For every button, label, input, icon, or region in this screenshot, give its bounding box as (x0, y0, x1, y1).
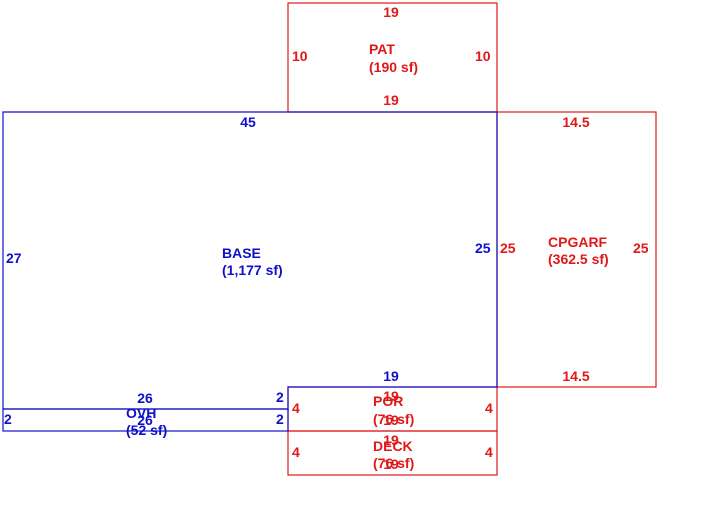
por-bottom-dimension: 19 (383, 412, 399, 428)
ovh-area: (52 sf) (126, 422, 167, 438)
por-area: (76 sf) (373, 411, 414, 427)
ovh-top-dimension: 26 (137, 390, 153, 406)
por-right-dimension: 4 (485, 400, 493, 416)
deck-outline (287, 430, 498, 476)
pat-name: PAT (369, 41, 395, 57)
pat-top-dimension: 19 (383, 4, 399, 20)
base-left-dimension: 27 (6, 250, 22, 266)
base-bottom-dimension: 19 (383, 368, 399, 384)
base-right-dimension: 25 (475, 240, 491, 256)
deck-top-dimension: 19 (383, 432, 399, 448)
por-top-dimension: 19 (383, 388, 399, 404)
pat-area: (190 sf) (369, 59, 418, 75)
ovh-name: OVH (126, 405, 156, 421)
cpgarf-name: CPGARF (548, 234, 608, 250)
ovh-outline (2, 408, 289, 432)
pat-bottom-dimension: 19 (383, 92, 399, 108)
cpgarf-left-dimension: 25 (500, 240, 516, 256)
ovh-right-bottom-dimension: 2 (276, 411, 284, 427)
ovh-left-dimension: 2 (4, 411, 12, 427)
ovh-right-top-dimension: 2 (276, 389, 284, 405)
base-top-dimension: 45 (240, 114, 256, 130)
pat-left-dimension: 10 (292, 48, 308, 64)
cpgarf-right-dimension: 25 (633, 240, 649, 256)
deck-bottom-dimension: 19 (383, 456, 399, 472)
ovh-bottom-dimension: 26 (137, 412, 153, 428)
deck-area: (76 sf) (373, 455, 414, 471)
base-name: BASE (222, 245, 261, 261)
cpgarf-top-dimension: 14.5 (562, 114, 589, 130)
por-left-dimension: 4 (292, 400, 300, 416)
deck-right-dimension: 4 (485, 444, 493, 460)
por-name: POR (373, 393, 403, 409)
deck-left-dimension: 4 (292, 444, 300, 460)
cpgarf-bottom-dimension: 14.5 (562, 368, 589, 384)
pat-right-dimension: 10 (475, 48, 491, 64)
cpgarf-area: (362.5 sf) (548, 251, 609, 267)
base-area: (1,177 sf) (222, 262, 283, 278)
deck-name: DECK (373, 438, 413, 454)
